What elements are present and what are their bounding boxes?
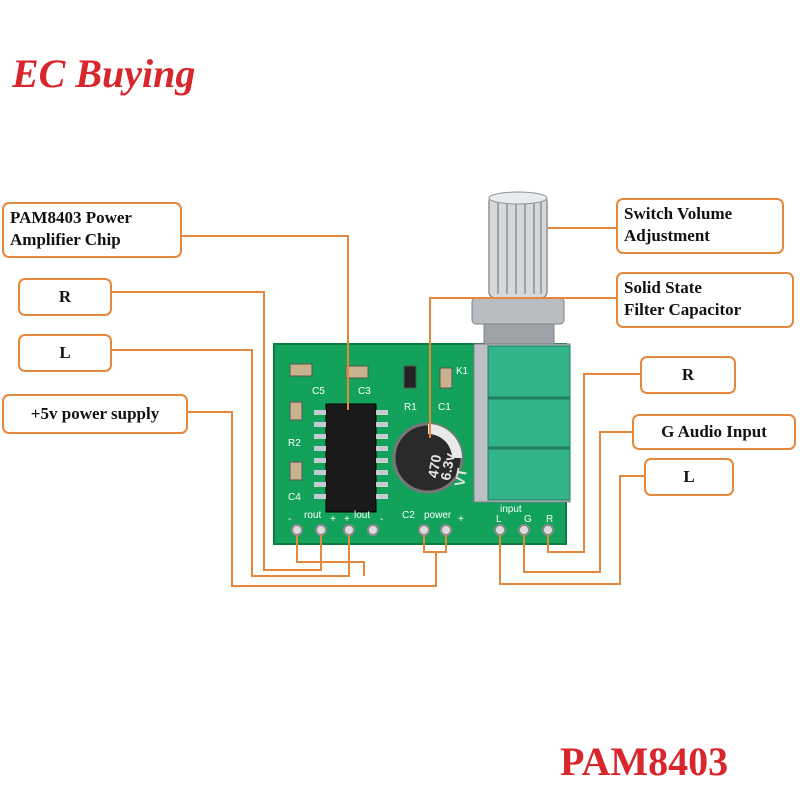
callout-in-g: G Audio Input (632, 414, 796, 450)
leader-amp-chip (182, 235, 349, 410)
silk-c2: C2 (402, 510, 415, 521)
leader-in-r (547, 373, 640, 553)
pad-input-r (542, 524, 554, 536)
brand-logo: EC Buying (12, 51, 196, 96)
callout-out-r-label: R (58, 287, 72, 306)
silk-pin-g: G (524, 514, 532, 525)
silk-r1: R1 (404, 402, 417, 413)
product-name: PAM8403 (560, 739, 729, 784)
callout-in-g-label: G Audio Input (661, 422, 767, 441)
amplifier-chip (325, 403, 377, 513)
callout-in-l-label: L (683, 467, 695, 486)
callout-capacitor-line2: Filter Capacitor (624, 300, 742, 319)
callout-out-l: L (18, 334, 112, 372)
callout-power: +5v power supply (2, 394, 188, 434)
silk-rout: rout (304, 510, 321, 521)
silk-input: input (500, 504, 522, 515)
silk-pin-plus-2: + (344, 514, 350, 525)
silk-c1: C1 (438, 402, 451, 413)
callout-amp-chip: PAM8403 Power Amplifier Chip (2, 202, 182, 258)
leader-power-plus (436, 535, 447, 553)
callout-power-label: +5v power supply (30, 404, 160, 423)
silk-c3: C3 (358, 386, 371, 397)
pad-lout-plus (343, 524, 355, 536)
silk-lout: lout (354, 510, 370, 521)
silk-pin-plus-3: + (458, 514, 464, 525)
potentiometer-nut (471, 297, 565, 325)
pad-input-g (518, 524, 530, 536)
pad-rout-plus (315, 524, 327, 536)
cap-value-label: 470 (425, 453, 445, 479)
leader-power (188, 411, 437, 587)
leader-out-r (112, 291, 322, 571)
callout-amp-chip-line2: Amplifier Chip (10, 230, 121, 249)
silk-r2: R2 (288, 438, 301, 449)
callout-capacitor-line1: Solid State (624, 278, 702, 297)
silk-power: power (424, 510, 452, 521)
callout-out-r: R (18, 278, 112, 316)
callout-volume-line2: Adjustment (624, 226, 710, 245)
callout-in-r-label: R (681, 365, 695, 384)
callout-volume-line1: Switch Volume (624, 204, 733, 223)
callout-in-r: R (640, 356, 736, 394)
pad-rout-minus (291, 524, 303, 536)
leader-in-l (499, 475, 644, 585)
callout-amp-chip-line1: PAM8403 Power (10, 208, 132, 227)
cap-series-label: VT (451, 467, 470, 488)
callout-out-l-label: L (59, 343, 71, 362)
silk-pin-l: L (496, 514, 502, 525)
cap-voltage-label: 6.3v (437, 452, 458, 482)
callout-capacitor: Solid State Filter Capacitor (616, 272, 794, 328)
silk-c4: C4 (288, 492, 301, 503)
silk-pin-minus-2: - (380, 514, 383, 525)
pad-power-plus (440, 524, 452, 536)
silk-k1: K1 (456, 366, 469, 377)
leader-in-g (523, 431, 632, 573)
leader-out-ground (296, 535, 365, 576)
silk-pin-minus-1: - (288, 514, 291, 525)
callout-in-l: L (644, 458, 734, 496)
silk-pin-plus-1: + (330, 514, 336, 525)
pad-input-l (494, 524, 506, 536)
silk-pin-r: R (546, 514, 553, 525)
silk-c5: C5 (312, 386, 325, 397)
pad-power-minus (418, 524, 430, 536)
callout-volume: Switch Volume Adjustment (616, 198, 784, 254)
leader-capacitor (429, 297, 616, 438)
pad-lout-minus (367, 524, 379, 536)
